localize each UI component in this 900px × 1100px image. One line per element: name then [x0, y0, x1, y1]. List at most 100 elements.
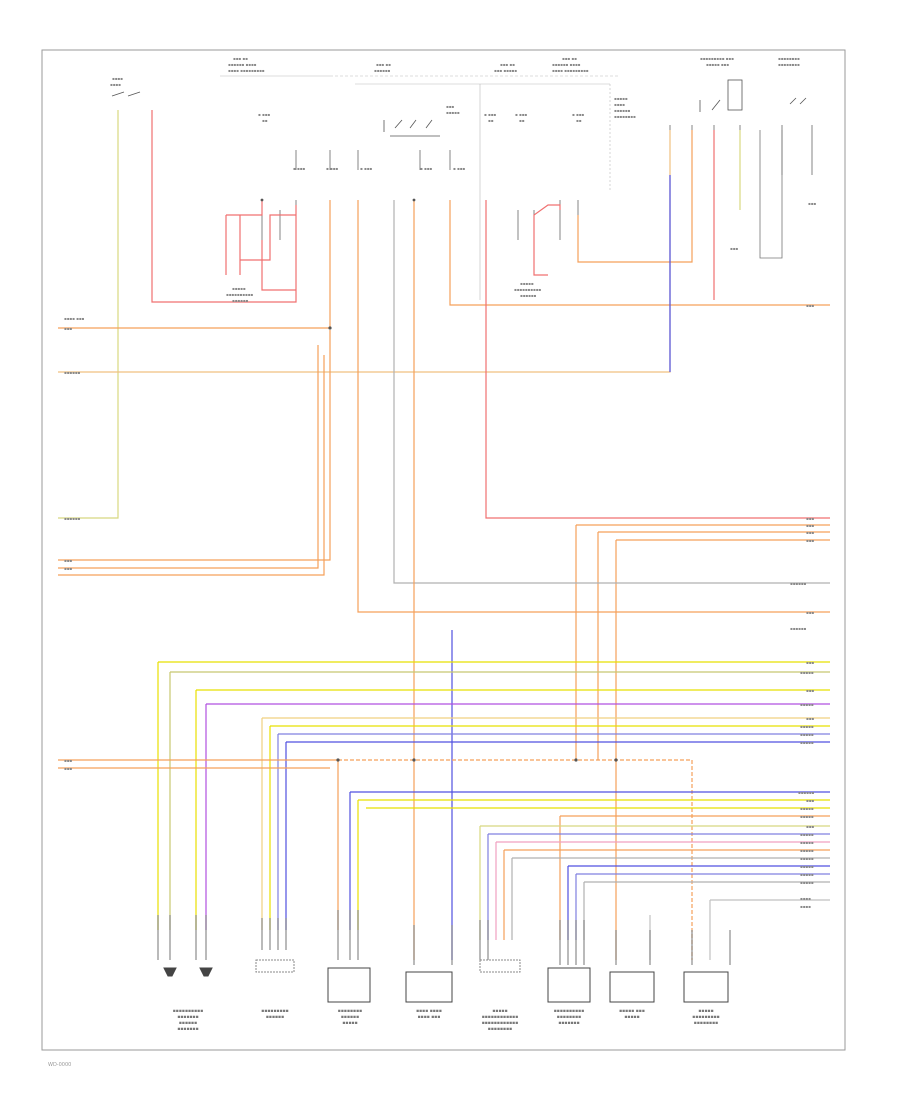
- svg-text:▪▪▪▪▪▪▪▪: ▪▪▪▪▪▪▪▪: [488, 1027, 512, 1032]
- svg-text:▪▪▪▪▪▪▪▪▪▪▪▪: ▪▪▪▪▪▪▪▪▪▪▪▪: [482, 1021, 519, 1026]
- svg-text:▪▪▪▪▪▪▪▪▪▪: ▪▪▪▪▪▪▪▪▪▪: [554, 1009, 585, 1014]
- svg-text:▪▪: ▪▪: [262, 118, 268, 123]
- svg-text:▪ ▪▪▪: ▪ ▪▪▪: [326, 166, 338, 171]
- svg-text:▪▪▪: ▪▪▪: [806, 523, 814, 528]
- ignition-switch-symbol: [111, 79, 807, 137]
- svg-text:▪▪: ▪▪: [576, 118, 582, 123]
- svg-text:▪▪▪▪▪▪▪▪: ▪▪▪▪▪▪▪▪: [694, 1021, 718, 1026]
- fuse-labels-row1: ▪ ▪▪▪▪▪ ▪ ▪▪▪▪▪ ▪ ▪▪▪▪▪ ▪ ▪▪▪▪▪ ▪ ▪▪▪ ▪ …: [258, 112, 584, 171]
- svg-text:▪▪▪▪▪▪: ▪▪▪▪▪▪: [341, 1015, 359, 1020]
- svg-text:▪▪▪▪ ▪▪▪: ▪▪▪▪ ▪▪▪: [64, 316, 85, 321]
- svg-text:▪▪▪: ▪▪▪: [806, 610, 814, 615]
- footer-code: WD-0000: [48, 1062, 71, 1068]
- svg-text:▪▪▪▪▪▪▪▪▪: ▪▪▪▪▪▪▪▪▪: [261, 1009, 288, 1014]
- svg-text:▪▪▪▪▪: ▪▪▪▪▪: [446, 110, 460, 115]
- svg-text:▪▪▪: ▪▪▪: [808, 201, 816, 206]
- svg-text:▪▪▪: ▪▪▪: [806, 516, 814, 521]
- svg-text:▪▪▪▪▪: ▪▪▪▪▪: [800, 864, 814, 869]
- left-wire-labels: ▪▪▪▪ ▪▪▪ ▪▪▪ ▪▪▪▪▪▪ ▪▪▪▪▪▪ ▪▪▪ ▪▪▪ ▪▪▪ ▪…: [64, 316, 85, 771]
- svg-text:▪▪▪▪▪▪: ▪▪▪▪▪▪: [266, 1015, 284, 1020]
- svg-text:▪ ▪▪▪: ▪ ▪▪▪: [572, 112, 584, 117]
- wires: [58, 110, 830, 960]
- svg-text:▪▪▪ ▪▪▪▪▪: ▪▪▪ ▪▪▪▪▪: [494, 68, 517, 73]
- svg-text:▪▪▪▪▪▪▪▪: ▪▪▪▪▪▪▪▪: [778, 62, 800, 67]
- svg-text:▪▪▪▪▪▪▪▪▪▪: ▪▪▪▪▪▪▪▪▪▪: [226, 292, 253, 297]
- svg-text:▪▪▪▪▪▪▪▪▪ ▪▪▪: ▪▪▪▪▪▪▪▪▪ ▪▪▪: [700, 56, 734, 61]
- svg-text:▪▪▪▪▪▪▪: ▪▪▪▪▪▪▪: [558, 1021, 579, 1026]
- svg-text:▪▪▪▪▪: ▪▪▪▪▪: [800, 872, 814, 877]
- svg-text:▪▪▪▪▪▪▪▪▪▪: ▪▪▪▪▪▪▪▪▪▪: [173, 1009, 204, 1014]
- svg-text:▪▪▪: ▪▪▪: [64, 566, 72, 571]
- svg-text:▪▪▪▪▪▪: ▪▪▪▪▪▪: [232, 298, 249, 303]
- svg-text:▪▪▪: ▪▪▪: [730, 246, 738, 251]
- svg-text:▪▪▪: ▪▪▪: [806, 716, 814, 721]
- svg-text:▪▪: ▪▪: [519, 118, 525, 123]
- connector-stubs-bottom: [157, 910, 731, 965]
- svg-text:▪▪▪▪ ▪▪▪: ▪▪▪▪ ▪▪▪: [418, 1015, 441, 1020]
- svg-text:▪▪▪: ▪▪▪: [64, 758, 72, 763]
- svg-text:▪▪▪▪: ▪▪▪▪: [800, 896, 811, 901]
- svg-text:▪▪▪▪▪▪▪: ▪▪▪▪▪▪▪: [177, 1027, 198, 1032]
- svg-text:▪ ▪▪▪: ▪ ▪▪▪: [453, 166, 465, 171]
- svg-text:▪▪▪▪▪: ▪▪▪▪▪: [232, 286, 246, 291]
- right-wire-labels: ▪▪▪ ▪▪▪ ▪▪▪ ▪▪▪ ▪▪▪ ▪▪▪▪▪▪ ▪▪▪ ▪▪▪▪▪▪ ▪▪…: [790, 303, 815, 909]
- svg-text:▪▪▪ ▪▪: ▪▪▪ ▪▪: [562, 56, 577, 61]
- splice-points: [260, 198, 618, 762]
- svg-text:▪▪▪▪▪▪▪▪: ▪▪▪▪▪▪▪▪: [614, 114, 636, 119]
- svg-text:▪ ▪▪▪: ▪ ▪▪▪: [258, 112, 270, 117]
- svg-text:▪▪▪: ▪▪▪: [806, 798, 814, 803]
- svg-text:▪▪▪▪▪▪: ▪▪▪▪▪▪: [790, 581, 807, 586]
- svg-text:▪▪▪ ▪▪: ▪▪▪ ▪▪: [233, 56, 248, 61]
- svg-text:▪▪▪: ▪▪▪: [806, 303, 814, 308]
- svg-text:▪▪▪: ▪▪▪: [806, 688, 814, 693]
- connector-stubs-top: [117, 112, 813, 240]
- svg-text:▪▪▪▪▪▪▪: ▪▪▪▪▪▪▪: [177, 1015, 198, 1020]
- svg-text:▪▪▪▪▪: ▪▪▪▪▪: [800, 832, 814, 837]
- mid-labels: ▪▪▪▪▪ ▪▪▪▪▪▪▪▪▪▪ ▪▪▪▪▪▪ ▪▪▪▪▪ ▪▪▪▪▪▪▪▪▪▪…: [226, 201, 816, 303]
- diagram-frame: [41, 49, 846, 1051]
- svg-text:▪▪▪: ▪▪▪: [64, 558, 72, 563]
- svg-text:▪▪▪▪▪: ▪▪▪▪▪: [800, 740, 814, 745]
- svg-text:▪▪▪▪▪: ▪▪▪▪▪: [800, 856, 814, 861]
- svg-text:▪▪▪▪▪: ▪▪▪▪▪: [800, 848, 814, 853]
- svg-text:▪▪▪▪▪: ▪▪▪▪▪: [800, 880, 814, 885]
- svg-text:▪▪▪▪ ▪▪▪▪▪▪▪▪▪: ▪▪▪▪ ▪▪▪▪▪▪▪▪▪: [552, 68, 589, 73]
- svg-text:▪▪▪: ▪▪▪: [64, 766, 72, 771]
- svg-text:▪▪▪▪▪ ▪▪▪: ▪▪▪▪▪ ▪▪▪: [619, 1009, 645, 1014]
- top-header-labels: ▪▪▪ ▪▪ ▪▪▪▪▪▪ ▪▪▪▪ ▪▪▪▪ ▪▪▪▪▪▪▪▪▪ ▪▪▪ ▪▪…: [110, 56, 800, 119]
- svg-text:▪▪▪▪▪▪▪▪▪▪▪▪: ▪▪▪▪▪▪▪▪▪▪▪▪: [482, 1015, 519, 1020]
- svg-text:▪▪▪▪▪: ▪▪▪▪▪: [800, 724, 814, 729]
- svg-text:▪ ▪▪▪: ▪ ▪▪▪: [484, 112, 496, 117]
- svg-text:▪▪▪▪▪▪ ▪▪▪▪: ▪▪▪▪▪▪ ▪▪▪▪: [552, 62, 581, 67]
- svg-text:▪▪▪▪▪▪: ▪▪▪▪▪▪: [520, 293, 537, 298]
- svg-text:▪▪▪▪▪▪: ▪▪▪▪▪▪: [374, 68, 391, 73]
- svg-text:▪ ▪▪▪: ▪ ▪▪▪: [293, 166, 305, 171]
- svg-text:▪▪▪: ▪▪▪: [64, 326, 72, 331]
- svg-text:▪▪▪▪▪▪: ▪▪▪▪▪▪: [614, 108, 631, 113]
- svg-text:▪▪▪▪: ▪▪▪▪: [112, 76, 123, 81]
- svg-text:▪▪▪▪ ▪▪▪▪▪▪▪▪▪: ▪▪▪▪ ▪▪▪▪▪▪▪▪▪: [228, 68, 265, 73]
- svg-text:▪▪▪: ▪▪▪: [806, 538, 814, 543]
- svg-text:▪▪▪: ▪▪▪: [806, 530, 814, 535]
- svg-text:▪▪: ▪▪: [488, 118, 494, 123]
- svg-text:▪ ▪▪▪: ▪ ▪▪▪: [515, 112, 527, 117]
- svg-text:▪▪▪▪▪▪: ▪▪▪▪▪▪: [64, 370, 81, 375]
- svg-text:▪▪▪▪▪▪▪▪▪: ▪▪▪▪▪▪▪▪▪: [692, 1015, 719, 1020]
- svg-text:▪▪▪▪▪: ▪▪▪▪▪: [520, 281, 534, 286]
- svg-text:▪▪▪▪▪▪: ▪▪▪▪▪▪: [64, 516, 81, 521]
- svg-text:▪▪▪▪▪: ▪▪▪▪▪: [800, 732, 814, 737]
- svg-text:▪▪▪▪▪: ▪▪▪▪▪: [800, 840, 814, 845]
- svg-text:▪▪▪▪▪▪▪▪: ▪▪▪▪▪▪▪▪: [338, 1009, 362, 1014]
- svg-text:▪▪▪▪▪: ▪▪▪▪▪: [342, 1021, 357, 1026]
- svg-text:▪▪▪▪▪▪: ▪▪▪▪▪▪: [790, 626, 807, 631]
- svg-text:▪▪▪▪▪: ▪▪▪▪▪: [800, 670, 814, 675]
- svg-text:▪▪▪ ▪▪: ▪▪▪ ▪▪: [500, 62, 515, 67]
- svg-text:▪▪▪▪▪▪ ▪▪▪▪: ▪▪▪▪▪▪ ▪▪▪▪: [228, 62, 257, 67]
- svg-text:▪▪▪▪▪: ▪▪▪▪▪: [614, 96, 628, 101]
- svg-text:▪▪▪▪▪▪: ▪▪▪▪▪▪: [179, 1021, 197, 1026]
- svg-text:▪▪▪▪: ▪▪▪▪: [110, 82, 121, 87]
- svg-text:▪▪▪▪▪ ▪▪▪: ▪▪▪▪▪ ▪▪▪: [706, 62, 729, 67]
- svg-text:▪▪▪▪ ▪▪▪▪: ▪▪▪▪ ▪▪▪▪: [416, 1009, 442, 1014]
- top-bus: [220, 75, 620, 300]
